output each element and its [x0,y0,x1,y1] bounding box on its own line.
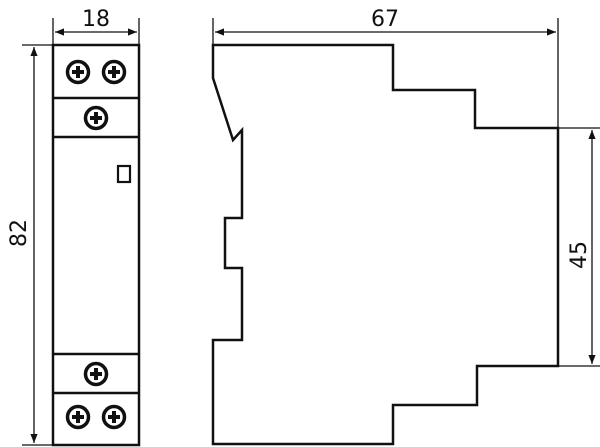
front-view [51,43,141,447]
dimension-label-front-width: 18 [82,7,110,32]
dimension-label-side-width: 67 [371,7,399,32]
side-view-outline [211,43,560,446]
terminal-screw-icon [65,59,91,85]
dimension-label-side-height: 45 [567,241,592,269]
status-indicator-window [116,164,132,184]
terminal-screw-icon [83,361,109,387]
terminal-screw-icon [101,59,127,85]
terminal-screw-icon [83,105,109,131]
dimension-label-front-height: 82 [7,219,32,247]
front-body-outline [51,43,141,447]
terminal-screw-icon [101,404,127,430]
terminal-screw-icon [65,404,91,430]
